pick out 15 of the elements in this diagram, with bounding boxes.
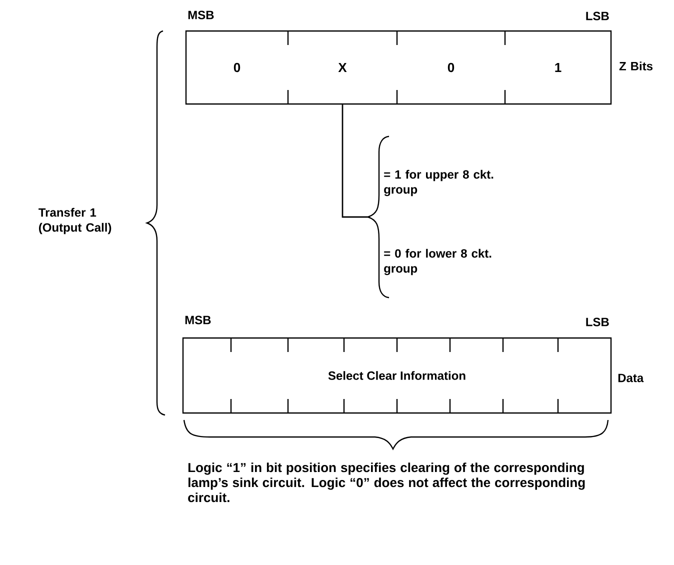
lsb-label: LSB bbox=[586, 318, 609, 326]
bit-cell: 0 bbox=[448, 62, 454, 72]
lsb-label: LSB bbox=[586, 12, 609, 20]
note-text: Logic “1” in bit position specifies clearing of the corresponding lamp’s sink circuit. Logic “0” does not affect the corresponding circuit. bbox=[188, 462, 585, 502]
msb-label: MSB bbox=[185, 316, 211, 324]
bit-meaning-text: = 1 for upper 8 ckt. group bbox=[384, 170, 494, 196]
bit-cell: X bbox=[338, 63, 347, 72]
data-register-box: Select Clear Information bbox=[182, 337, 612, 414]
bit-cell: 1 bbox=[555, 63, 562, 72]
transfer-label: Transfer 1 (Output Call) bbox=[38, 208, 112, 234]
bit-cell: 0 bbox=[234, 62, 240, 72]
connector-line bbox=[342, 104, 390, 298]
msb-label: MSB bbox=[188, 10, 214, 20]
register-name-label: Z Bits bbox=[619, 62, 653, 70]
bit-meaning-text: = 0 for lower 8 ckt. group bbox=[384, 248, 492, 276]
